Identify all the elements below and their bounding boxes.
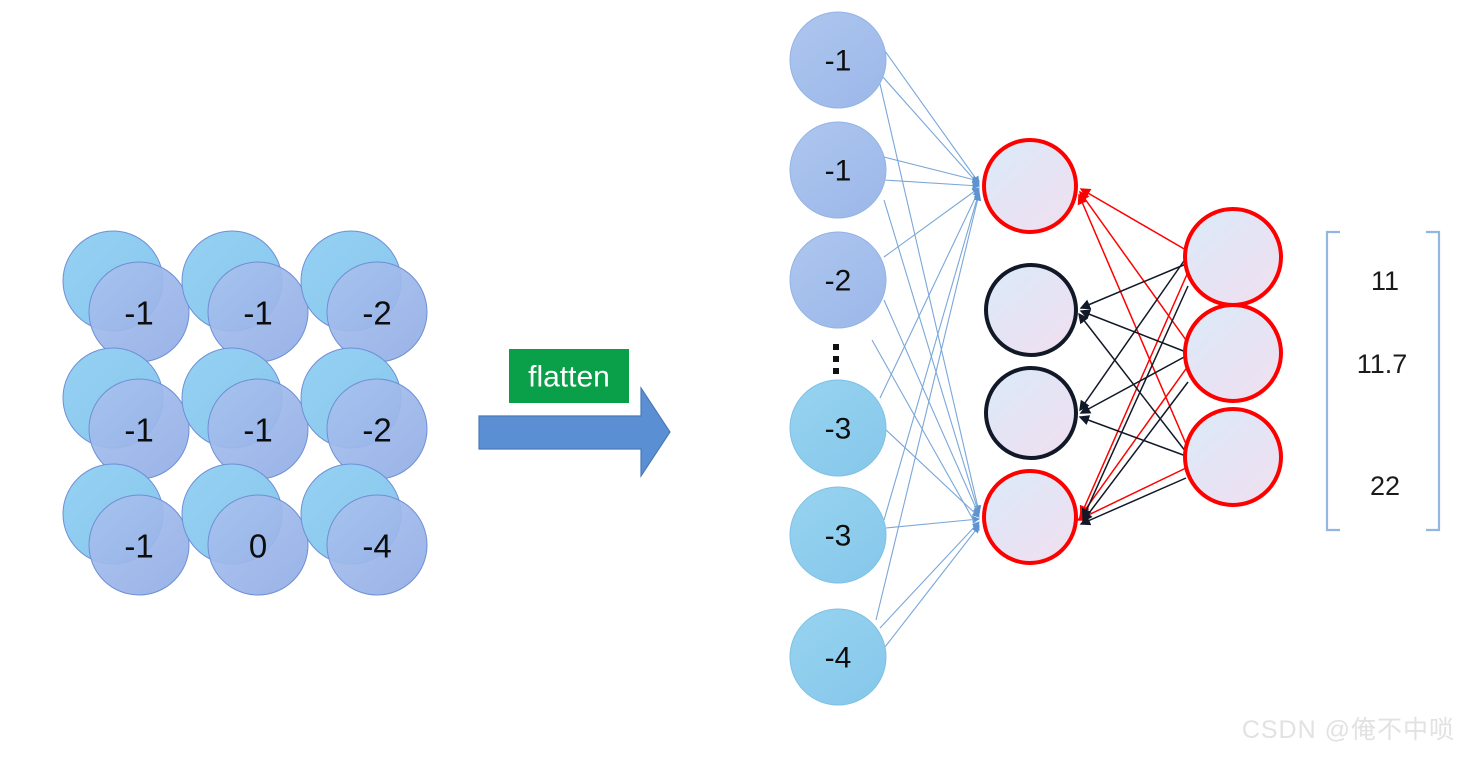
input-node: -4 bbox=[789, 608, 887, 706]
hidden-node-circle[interactable] bbox=[982, 138, 1078, 234]
hidden-node-circle[interactable] bbox=[982, 469, 1078, 565]
edge-black bbox=[1079, 309, 1187, 353]
input-node: -1 bbox=[789, 11, 887, 109]
cell-value: -1 bbox=[243, 412, 272, 449]
cell-value: -1 bbox=[124, 412, 153, 449]
edge-black bbox=[1078, 312, 1187, 453]
edge-red bbox=[1079, 365, 1189, 519]
edge-red bbox=[1077, 193, 1187, 445]
edge-blue bbox=[885, 515, 981, 529]
input-node-value: -2 bbox=[825, 265, 852, 298]
hidden-node-circle[interactable] bbox=[984, 366, 1078, 460]
edge-black bbox=[1079, 263, 1187, 310]
edge-blue bbox=[883, 179, 981, 190]
matrix-value: 11.7 bbox=[1357, 349, 1408, 379]
edge-blue bbox=[879, 189, 980, 399]
cell-value: -1 bbox=[124, 295, 153, 332]
hidden-layer bbox=[982, 138, 1078, 565]
feature-map-cell: -1 bbox=[62, 347, 190, 480]
output-node-circle[interactable] bbox=[1183, 207, 1283, 307]
output-node-circle[interactable] bbox=[1183, 303, 1283, 403]
edge-red bbox=[1076, 467, 1187, 521]
input-node: -3 bbox=[789, 486, 887, 584]
watermark: CSDN @俺不中唢 bbox=[1241, 716, 1455, 744]
edge-red bbox=[1079, 190, 1187, 341]
feature-map-cell: -1 bbox=[62, 230, 190, 363]
edge-blue bbox=[879, 521, 980, 629]
input-layer: -1 -1 -2 -3 -3 bbox=[789, 11, 887, 706]
input-to-hidden-edges bbox=[871, 43, 982, 657]
input-node-circle[interactable] bbox=[789, 231, 887, 329]
edge-black bbox=[1079, 355, 1187, 414]
output-matrix: 11 11.7 22 bbox=[1325, 230, 1441, 532]
input-node-value: -1 bbox=[825, 155, 852, 188]
flatten-label: flatten bbox=[528, 361, 610, 394]
feature-map-grid: -1 -1 -2 -1 -1 bbox=[62, 230, 428, 596]
feature-map-cell: -4 bbox=[300, 463, 428, 596]
input-node-value: -4 bbox=[825, 642, 852, 675]
cell-value: 0 bbox=[249, 528, 267, 565]
cell-value: -4 bbox=[362, 528, 391, 565]
input-node-circle[interactable] bbox=[789, 121, 887, 219]
input-node-circle[interactable] bbox=[789, 11, 887, 109]
cell-value: -1 bbox=[124, 528, 153, 565]
edge-black bbox=[1079, 477, 1187, 526]
feature-map-cell: -2 bbox=[300, 347, 428, 480]
feature-map-cell: 0 bbox=[181, 463, 309, 596]
bracket-right-icon bbox=[1426, 230, 1441, 532]
input-node: -1 bbox=[789, 121, 887, 219]
edge-blue bbox=[881, 75, 980, 186]
edge-black bbox=[1078, 415, 1187, 457]
flatten-block: flatten bbox=[478, 349, 671, 479]
input-node-circle[interactable] bbox=[789, 486, 887, 584]
hidden-node-circle[interactable] bbox=[984, 263, 1078, 357]
matrix-value: 11 bbox=[1371, 266, 1399, 296]
edge-black bbox=[1082, 381, 1189, 523]
output-to-hidden-edges bbox=[1076, 188, 1189, 526]
edge-blue bbox=[879, 43, 980, 184]
input-node-circle[interactable] bbox=[789, 379, 887, 477]
edge-black bbox=[1081, 285, 1189, 520]
edge-blue bbox=[871, 339, 980, 531]
edge-blue bbox=[883, 187, 980, 258]
output-node-circle[interactable] bbox=[1183, 407, 1283, 507]
edge-black bbox=[1079, 257, 1187, 412]
feature-map-cell: -1 bbox=[62, 463, 190, 596]
edge-blue bbox=[883, 299, 980, 517]
feature-map-cell: -2 bbox=[300, 230, 428, 363]
input-node-value: -1 bbox=[825, 45, 852, 78]
cell-front-circle bbox=[88, 494, 190, 596]
edge-blue bbox=[883, 199, 981, 516]
edge-blue bbox=[883, 156, 981, 184]
edge-blue bbox=[875, 192, 982, 621]
edge-blue bbox=[879, 83, 982, 514]
output-layer bbox=[1183, 207, 1283, 507]
input-node-value: -3 bbox=[825, 413, 852, 446]
edge-red bbox=[1079, 188, 1187, 251]
feature-map-cell: -1 bbox=[181, 230, 309, 363]
matrix-value: 22 bbox=[1370, 471, 1400, 501]
cell-front-circle bbox=[207, 494, 309, 596]
cell-value: -2 bbox=[362, 295, 391, 332]
vertical-ellipsis-icon bbox=[833, 344, 839, 374]
edge-blue bbox=[877, 525, 980, 657]
input-node-circle[interactable] bbox=[789, 608, 887, 706]
input-node: -2 bbox=[789, 231, 887, 329]
feature-map-cell: -1 bbox=[181, 347, 309, 480]
flatten-arrow-icon bbox=[478, 385, 671, 479]
flatten-label-background bbox=[509, 349, 629, 403]
input-node-value: -3 bbox=[825, 520, 852, 553]
cell-value: -2 bbox=[362, 412, 391, 449]
cell-front-circle bbox=[326, 494, 428, 596]
edge-red bbox=[1079, 271, 1189, 517]
bracket-left-icon bbox=[1325, 230, 1340, 532]
cell-value: -1 bbox=[243, 295, 272, 332]
input-node: -3 bbox=[789, 379, 887, 477]
